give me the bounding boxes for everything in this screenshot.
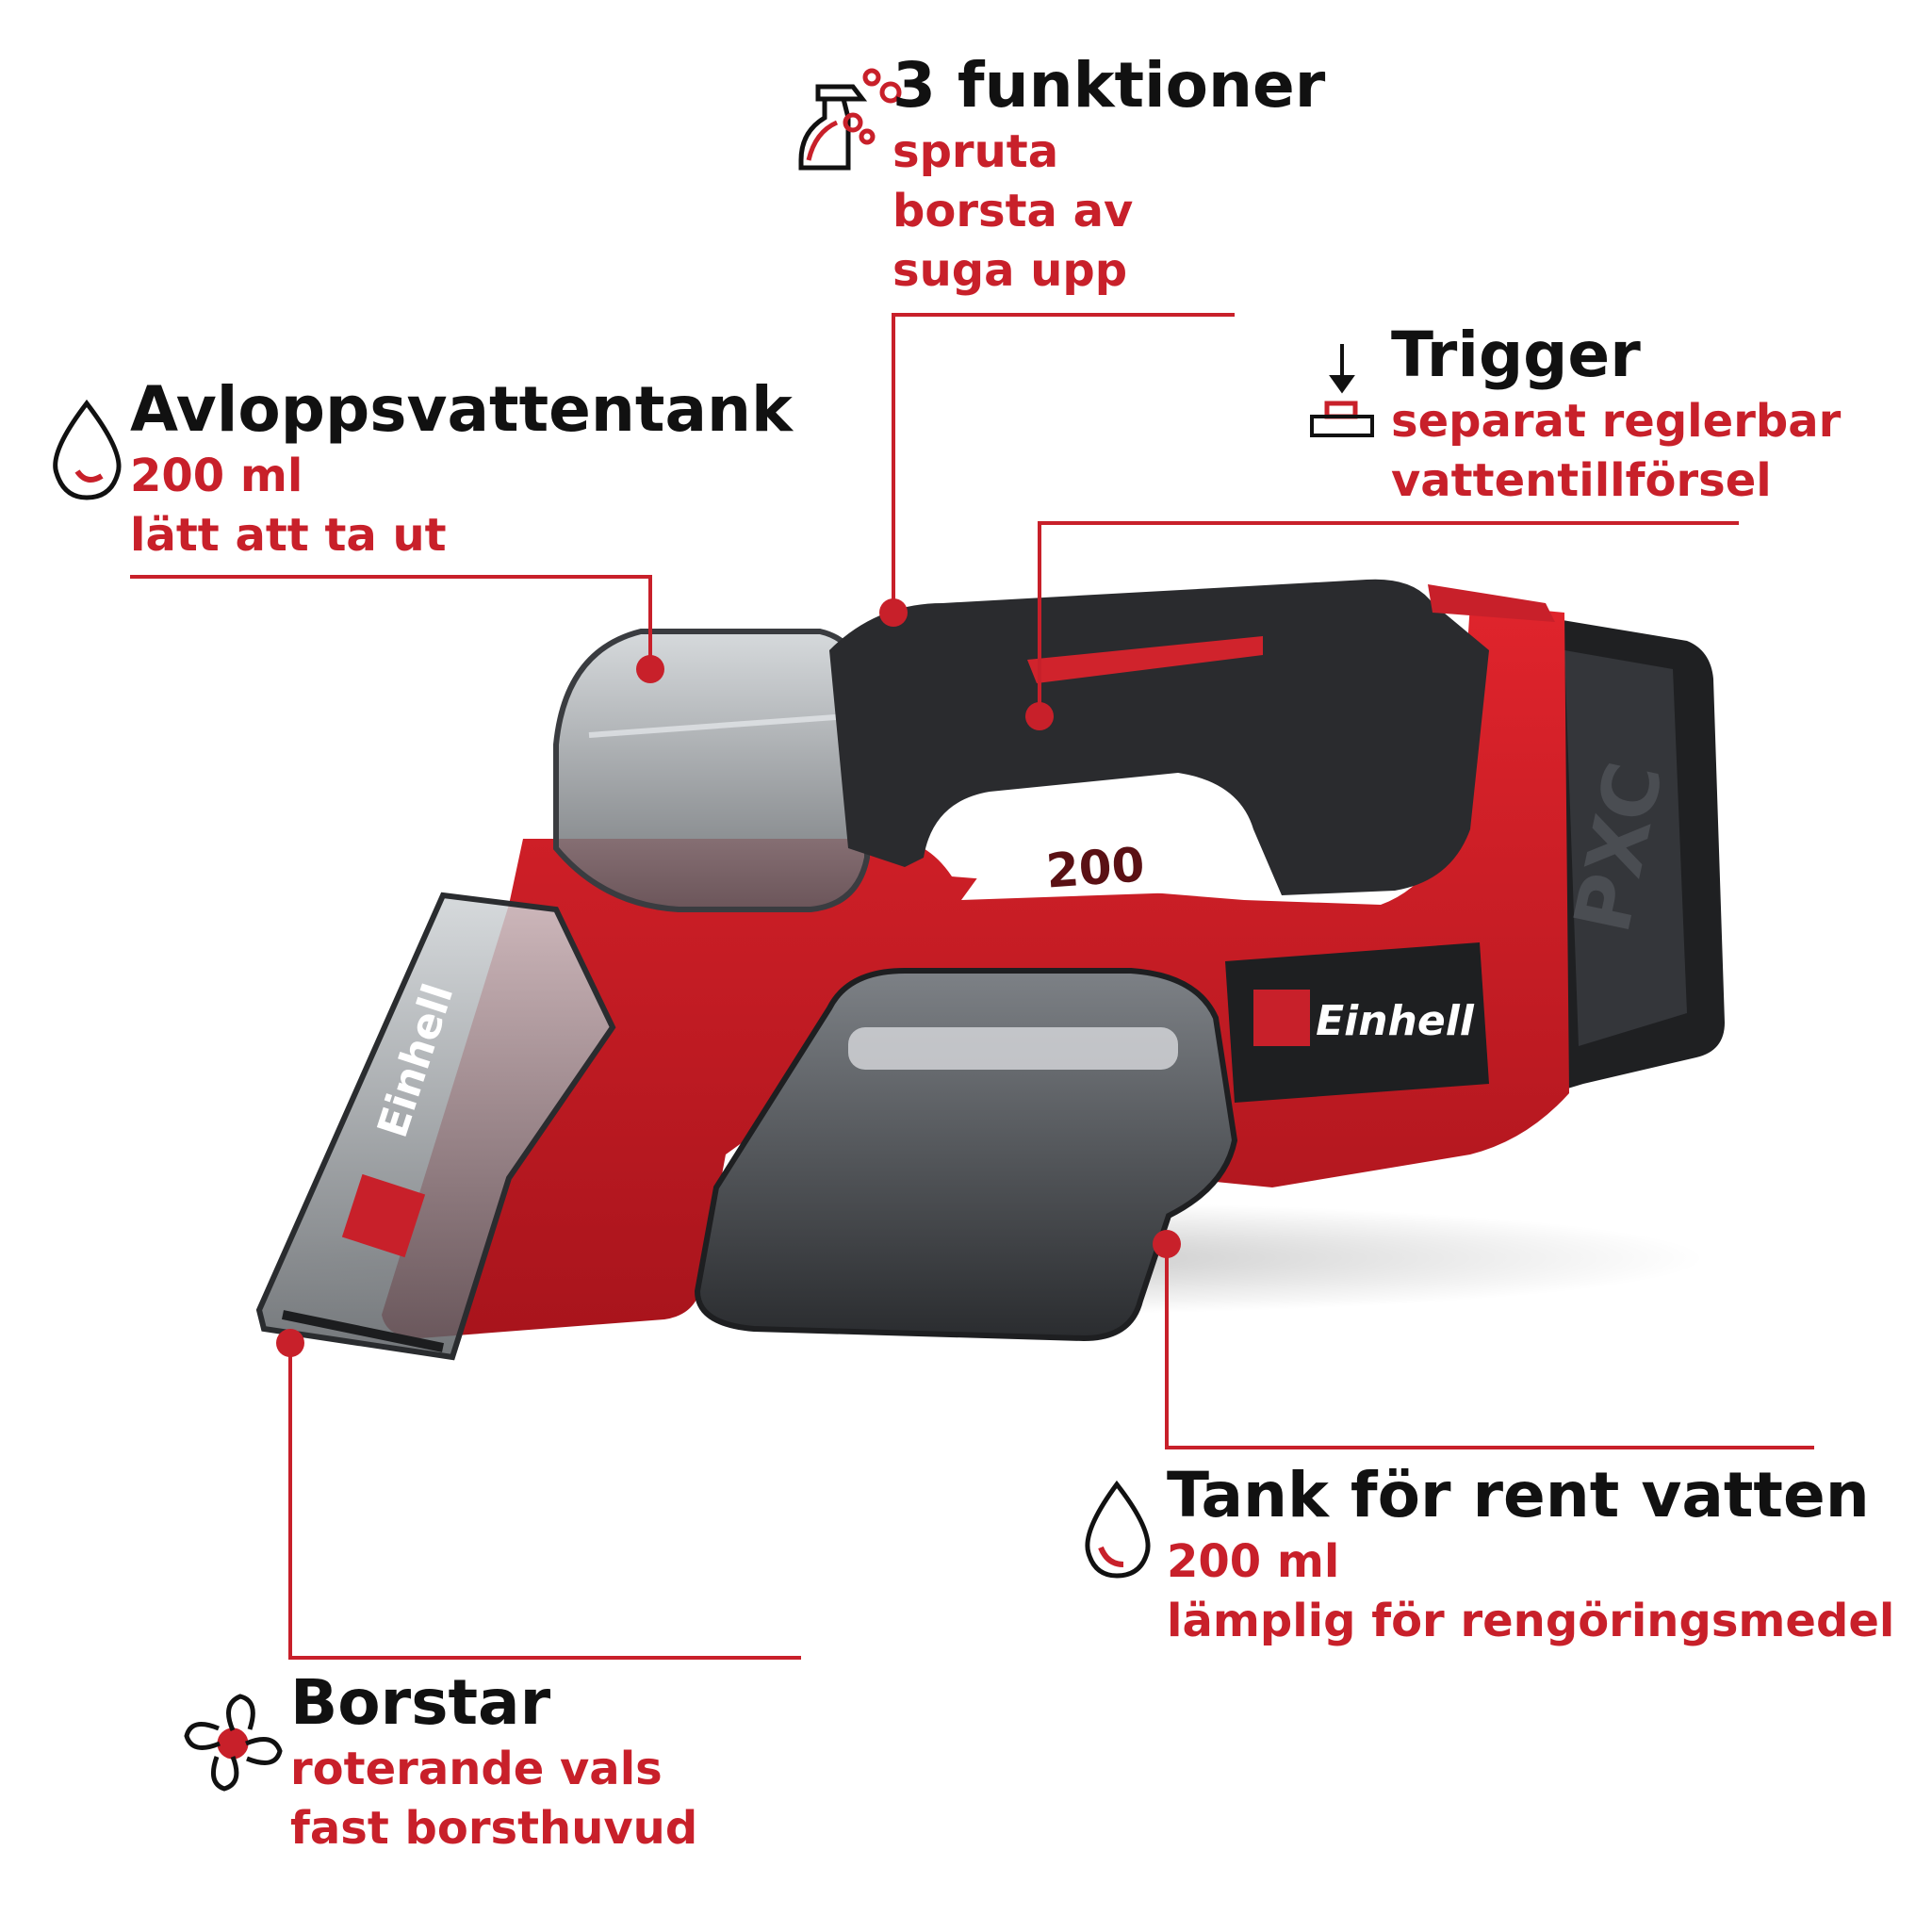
callout-trigger-title: Trigger	[1391, 319, 1641, 391]
dot-trigger	[1025, 702, 1054, 730]
callout-brushes-line-2: fast borsthuvud	[290, 1802, 698, 1855]
leader-waste-tank	[130, 575, 652, 669]
callout-clean-tank-title: Tank för rent vatten	[1167, 1459, 1870, 1531]
callout-clean-tank: Tank för rent vatten 200 ml lämplig för …	[1167, 1459, 1894, 1651]
dirty-water-drop-icon	[53, 399, 122, 500]
dot-clean-tank	[1153, 1230, 1181, 1258]
callout-brushes-line-1: roterande vals	[290, 1743, 663, 1795]
callout-trigger: Trigger separat reglerbar vattentillförs…	[1391, 319, 1841, 511]
callout-functions-title: 3 funktioner	[892, 49, 1326, 122]
dot-brushes	[276, 1329, 304, 1357]
waste-water-tank	[553, 629, 870, 912]
callout-trigger-line-2: vattentillförsel	[1391, 454, 1772, 507]
dot-waste-tank	[636, 655, 664, 683]
handle	[829, 579, 1489, 895]
callout-functions-line-3: suga upp	[892, 244, 1128, 297]
callout-clean-tank-line-2: lämplig för rengöringsmedel	[1167, 1595, 1895, 1647]
leader-trigger	[1038, 521, 1739, 716]
trigger-lever	[1027, 636, 1263, 683]
callout-brushes: Borstar roterande vals fast borsthuvud	[290, 1666, 697, 1858]
body-logo-panel: Einhell	[1225, 942, 1489, 1103]
water-drop-icon	[1085, 1480, 1151, 1579]
battery-pack: PXC	[1536, 617, 1725, 1098]
leader-clean-tank	[1165, 1244, 1814, 1449]
callout-waste-tank-line-2: lätt att ta ut	[130, 509, 447, 562]
callout-trigger-line-1: separat reglerbar	[1391, 395, 1842, 448]
callout-waste-tank-title: Avloppsvattentank	[130, 373, 793, 446]
leader-brushes	[288, 1343, 801, 1660]
device-display-mark: 200	[1044, 837, 1147, 899]
spray-bottle-icon	[798, 68, 902, 171]
leader-dots	[276, 598, 1181, 1357]
nozzle-logo-badge	[341, 1173, 426, 1258]
callout-functions-line-2: borsta av	[892, 185, 1134, 237]
body-logo-text: Einhell	[1316, 997, 1475, 1045]
brush-nozzle	[255, 892, 616, 1361]
callout-functions-line-1: spruta	[892, 125, 1059, 178]
trigger-press-icon	[1310, 344, 1374, 437]
leader-functions	[892, 313, 1235, 613]
callout-functions: 3 funktioner spruta borsta av suga upp	[892, 49, 1325, 301]
callout-waste-tank: Avloppsvattentank 200 ml lätt att ta ut	[130, 373, 793, 565]
leader-lines	[130, 313, 1814, 1660]
rotating-brush-icon	[184, 1694, 283, 1792]
callout-brushes-title: Borstar	[290, 1666, 551, 1739]
dot-functions	[879, 598, 908, 627]
callout-waste-tank-line-1: 200 ml	[130, 450, 303, 502]
callout-clean-tank-line-1: 200 ml	[1167, 1535, 1340, 1588]
